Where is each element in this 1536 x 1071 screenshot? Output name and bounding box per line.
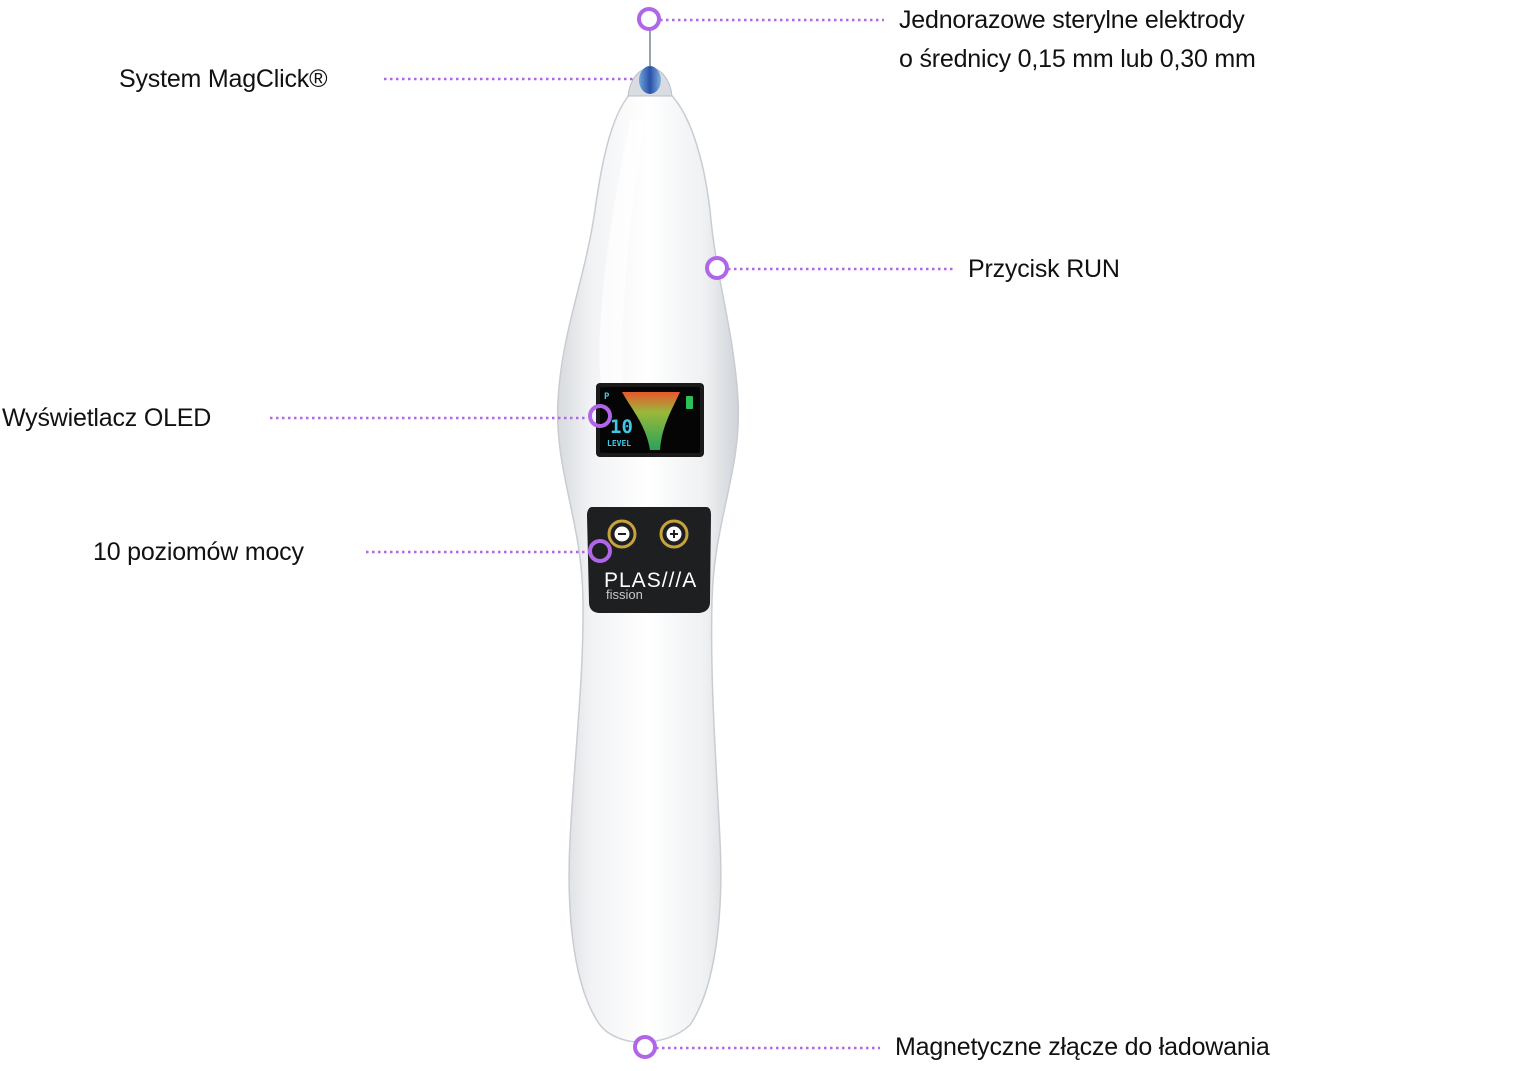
marker-electrodes	[637, 7, 661, 31]
battery-icon	[686, 396, 693, 409]
minus-icon	[618, 533, 626, 535]
oled-waveform	[622, 392, 680, 450]
label-electrodes-line1: Jednorazowe sterylne elektrody	[899, 6, 1245, 34]
label-magclick: System MagClick®	[119, 65, 328, 93]
marker-charging	[633, 1035, 657, 1059]
marker-oled	[588, 404, 612, 428]
label-oled-display: Wyświetlacz OLED	[2, 404, 212, 432]
label-electrodes-line2: o średnicy 0,15 mm lub 0,30 mm	[899, 45, 1256, 73]
plus-button[interactable]	[659, 519, 689, 549]
pen-highlight	[599, 120, 644, 440]
oled-level-value: 10	[610, 416, 633, 438]
pen-device: P 10 LEVEL PLAS///A fission	[556, 30, 740, 1043]
label-power-levels: 10 poziomów mocy	[93, 538, 304, 566]
label-run-button: Przycisk RUN	[968, 255, 1120, 283]
oled-display: P 10 LEVEL	[596, 383, 704, 457]
label-charging: Magnetyczne złącze do ładowania	[895, 1033, 1270, 1061]
control-panel: PLAS///A fission	[587, 507, 711, 613]
brand-logo-plasma: PLAS///A	[604, 569, 697, 592]
oled-level-label: LEVEL	[607, 439, 631, 448]
brand-logo-fission: fission	[606, 587, 643, 602]
callout-lines	[270, 18, 954, 1050]
plus-icon	[670, 530, 678, 538]
oled-mode: P	[604, 392, 610, 402]
magclick-tip	[639, 66, 661, 94]
marker-run	[705, 256, 729, 280]
marker-power	[588, 539, 612, 563]
minus-button[interactable]	[607, 519, 637, 549]
callout-markers	[588, 7, 729, 1059]
